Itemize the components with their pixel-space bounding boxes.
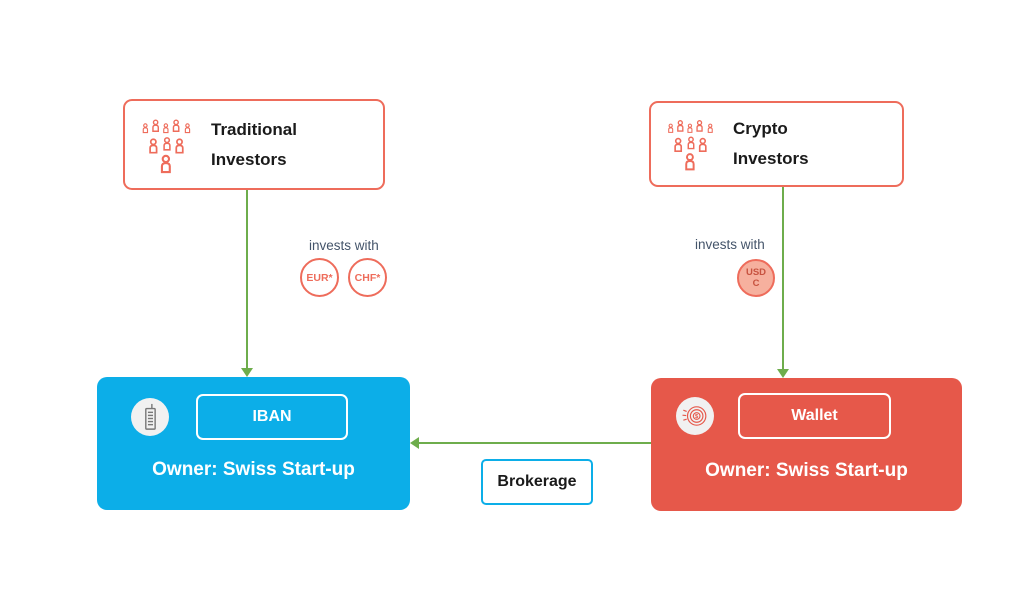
crypto-investors-label: Crypto Investors — [733, 114, 809, 174]
crypto-investors-node: Crypto Investors — [649, 101, 904, 187]
label-line1: Traditional — [211, 119, 297, 139]
arrow-wallet-to-iban-head — [410, 437, 419, 449]
currency-badge-chf: CHF* — [348, 258, 387, 297]
arrow-traditional-to-iban-line — [246, 190, 248, 368]
arrow-traditional-to-iban-head — [241, 368, 253, 377]
traditional-investors-label: Traditional Investors — [211, 115, 297, 175]
currency-badge-usdc: USD C — [737, 259, 775, 297]
usdc-line1: USD — [745, 267, 767, 278]
iban-badge: IBAN — [196, 394, 348, 440]
wallet-account-node: $ Wallet Owner: Swiss Start-up — [651, 378, 962, 511]
wallet-badge: Wallet — [738, 393, 891, 439]
usdc-line2: C — [752, 278, 760, 289]
building-icon — [131, 398, 169, 436]
crowd-icon — [142, 119, 191, 173]
svg-text:$: $ — [695, 414, 699, 420]
currency-badge-eur: EUR* — [300, 258, 339, 297]
invests-with-label-left: invests with — [309, 238, 379, 253]
iban-owner-label: Owner: Swiss Start-up — [152, 459, 355, 480]
label-line2: Investors — [733, 149, 809, 168]
arrow-crypto-to-wallet-line — [782, 187, 784, 369]
label-line1: Crypto — [733, 119, 788, 138]
coin-icon: $ — [676, 397, 714, 435]
brokerage-node: Brokerage — [481, 459, 593, 505]
crowd-icon — [668, 120, 713, 171]
arrow-wallet-to-iban-line — [419, 442, 652, 444]
wallet-owner-label: Owner: Swiss Start-up — [705, 460, 908, 481]
arrow-crypto-to-wallet-head — [777, 369, 789, 378]
iban-account-node: IBAN Owner: Swiss Start-up — [97, 377, 410, 510]
invests-with-label-right: invests with — [695, 237, 765, 252]
label-line2: Investors — [211, 149, 287, 169]
traditional-investors-node: Traditional Investors — [123, 99, 385, 190]
